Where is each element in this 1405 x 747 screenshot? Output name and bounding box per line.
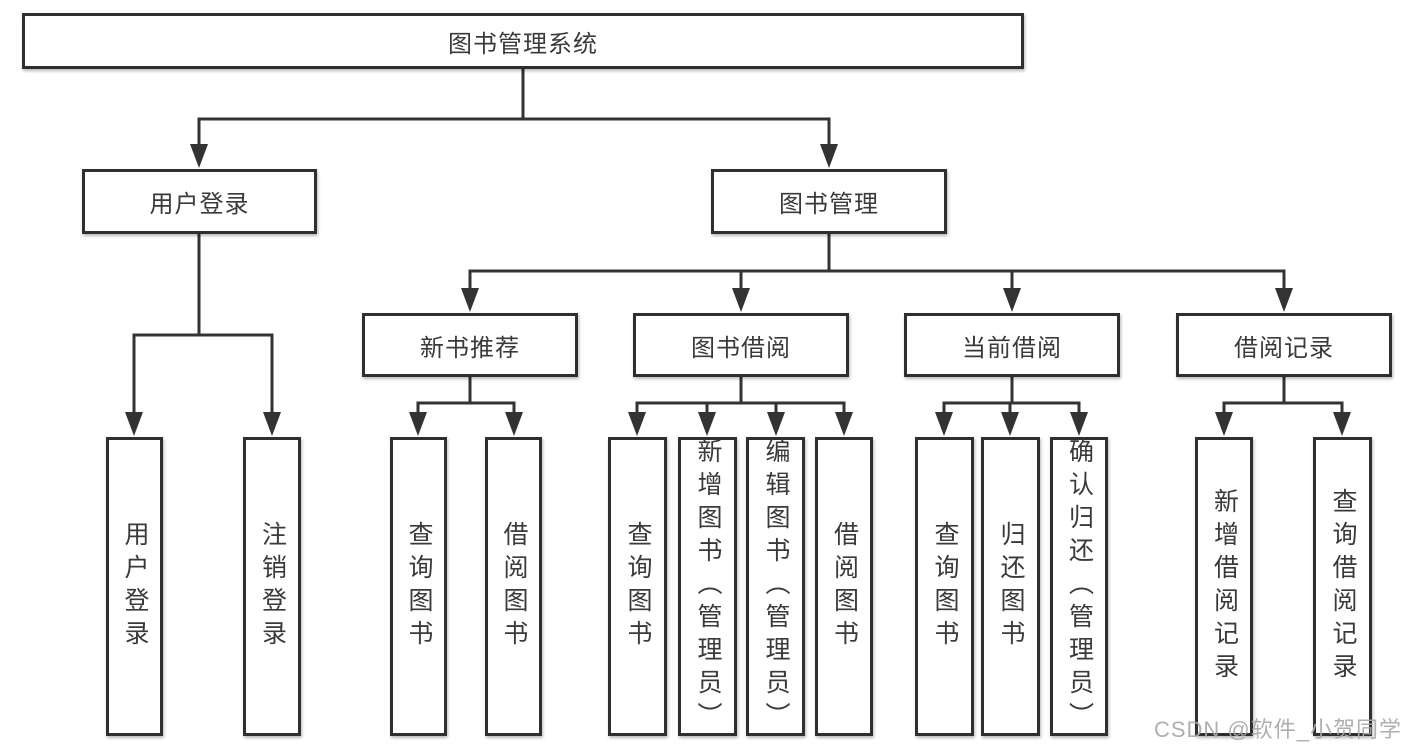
leaf-records-add-borrow-record-label: 新增借阅记录 [1210,487,1239,686]
leaf-current-query-books: 查询图书 [915,437,974,736]
leaf-records-query-borrow-record-label: 查询借阅记录 [1329,487,1357,686]
leaf-recommend-query-books-label: 查询图书 [405,520,433,653]
leaf-borrowing-edit-books-admin: 编辑图书（管理员） [746,437,805,736]
leaf-current-confirm-return-admin-label: 确认归还（管理员） [1065,438,1094,735]
leaf-current-confirm-return-admin: 确认归还（管理员） [1050,437,1108,736]
leaf-borrowing-edit-books-admin-label: 编辑图书（管理员） [762,438,790,735]
node-book-borrowing: 图书借阅 [633,313,849,377]
leaf-current-return-books-label: 归还图书 [997,520,1025,653]
leaf-user-login-label: 用户登录 [121,520,149,653]
leaf-records-query-borrow-record: 查询借阅记录 [1313,437,1372,736]
leaf-current-return-books: 归还图书 [981,437,1040,736]
leaf-recommend-borrow-books-label: 借阅图书 [500,520,528,653]
node-book-management: 图书管理 [711,169,947,234]
leaf-borrowing-query-books-label: 查询图书 [624,520,652,653]
leaf-recommend-query-books: 查询图书 [390,437,447,736]
node-borrow-records: 借阅记录 [1176,313,1392,377]
root-node-library-system: 图书管理系统 [22,13,1024,69]
leaf-borrowing-query-books: 查询图书 [608,437,667,736]
leaf-current-query-books-label: 查询图书 [931,520,959,653]
leaf-user-login: 用户登录 [106,437,163,736]
node-new-book-recommend: 新书推荐 [362,313,578,377]
node-user-login: 用户登录 [82,169,317,234]
leaf-borrowing-add-books-admin-label: 新增图书（管理员） [694,438,722,735]
watermark: CSDN @软件_小贺同学 [1153,717,1402,742]
node-current-borrowing: 当前借阅 [904,313,1120,377]
leaf-logout-label: 注销登录 [258,520,287,653]
leaf-borrowing-add-books-admin: 新增图书（管理员） [678,437,737,736]
leaf-records-add-borrow-record: 新增借阅记录 [1195,437,1253,736]
leaf-borrowing-borrow-books-label: 借阅图书 [830,520,859,653]
leaf-logout: 注销登录 [243,437,301,736]
leaf-borrowing-borrow-books: 借阅图书 [815,437,873,736]
leaf-recommend-borrow-books: 借阅图书 [485,437,542,736]
